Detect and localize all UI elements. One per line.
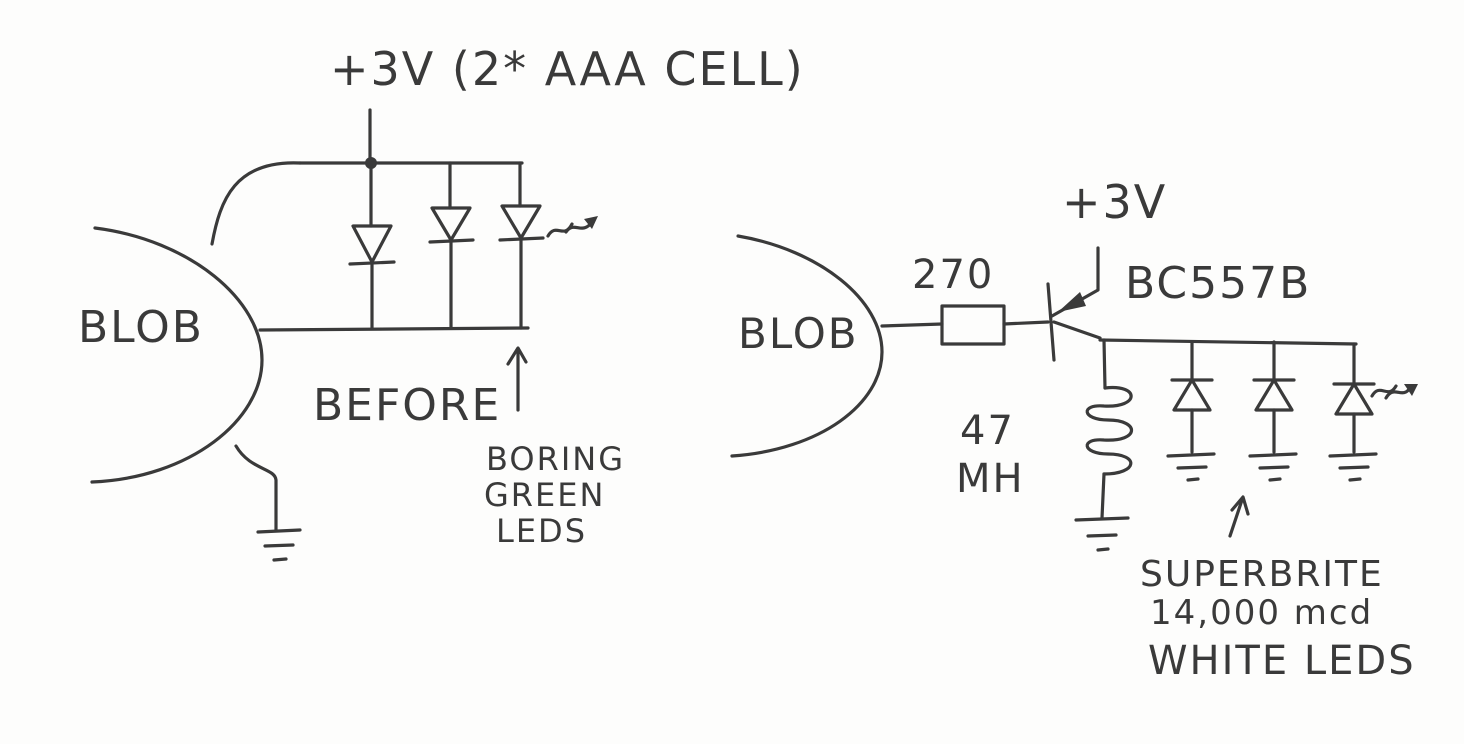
right-led-1 (1166, 340, 1216, 482)
right-note-line-2: 14,000 mcd (1150, 593, 1373, 633)
left-caption-before: BEFORE (313, 380, 501, 431)
inductor-label-line-2: MH (956, 456, 1025, 502)
right-blob-label: BLOB (738, 309, 859, 358)
right-circuit: BLOB 270 +3V BC557B 47 MH (730, 175, 1418, 684)
right-light-emission-arrows (1370, 384, 1418, 400)
right-note-line-1: SUPERBRITE (1140, 554, 1384, 595)
right-led-2 (1248, 340, 1298, 482)
left-led-3 (498, 161, 545, 330)
right-top-rail (1098, 338, 1358, 346)
resistor (940, 304, 1006, 346)
left-blob-to-top-rail (210, 161, 302, 246)
right-note-line-3: WHITE LEDS (1148, 638, 1416, 684)
left-led-1 (348, 161, 396, 330)
inductor-ground (1074, 516, 1130, 552)
left-blob (90, 226, 264, 484)
left-led-2 (428, 161, 475, 330)
right-pointer-arrow (1228, 495, 1250, 538)
inductor-label-line-1: 47 (960, 408, 1015, 454)
left-bottom-rail (258, 326, 530, 332)
right-led-3 (1328, 342, 1378, 482)
left-supply-label: +3V (2* AAA CELL) (330, 42, 805, 96)
resistor-label: 270 (912, 252, 994, 298)
left-blob-label: BLOB (78, 302, 204, 353)
left-note-line-3: LEDS (496, 512, 587, 550)
resistor-to-base-wire (1002, 320, 1050, 326)
blob-to-resistor-wire (880, 322, 944, 328)
right-supply-label: +3V (1062, 175, 1167, 229)
right-blob (730, 234, 884, 458)
left-pointer-arrow (506, 346, 528, 412)
inductor (1085, 338, 1134, 520)
left-circuit: +3V (2* AAA CELL) BLOB (78, 42, 805, 562)
left-ground (234, 444, 302, 562)
left-light-emission-arrows (546, 216, 598, 238)
left-note-line-1: BORING (486, 440, 625, 478)
left-note-line-2: GREEN (484, 476, 605, 514)
transistor-label: BC557B (1125, 258, 1311, 309)
transistor-bc557b (1046, 246, 1102, 362)
